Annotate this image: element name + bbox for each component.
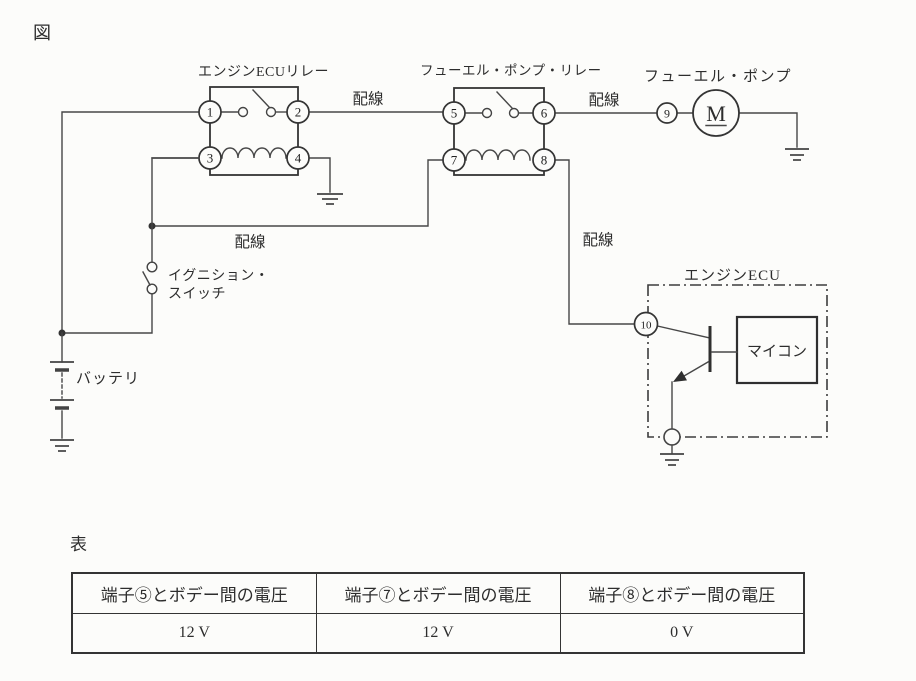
value-terminal5-voltage: 12 V — [71, 613, 317, 654]
relay-box — [453, 87, 545, 176]
svg-text:3: 3 — [207, 151, 214, 166]
ecu-ground-connector — [663, 428, 681, 446]
fuel-pump-relay: フューエル・ポンプ・リレー 5 6 7 8 — [420, 63, 602, 176]
value-terminal7-voltage: 12 V — [315, 613, 561, 654]
engine-ecu: エンジンECU マイコン 10 — [633, 268, 828, 466]
emitter-arrow — [673, 370, 687, 382]
fuel-pump-relay-label: フューエル・ポンプ・リレー — [420, 63, 602, 78]
terminal-10: 10 — [633, 311, 659, 337]
microcomputer-box: マイコン — [735, 315, 819, 385]
contact-point — [265, 106, 277, 118]
table-label: 表 — [70, 535, 87, 554]
terminal-6: 6 — [532, 101, 556, 125]
wiring-label-1: 配線 — [352, 90, 383, 108]
motor-symbol: M — [692, 89, 740, 137]
relay-coil — [221, 147, 287, 159]
ignition-switch-label-line2: スイッチ — [168, 287, 226, 302]
terminal-3: 3 — [198, 146, 222, 170]
ground-symbol — [50, 439, 74, 452]
terminal-7: 7 — [442, 148, 466, 172]
ground-symbol — [785, 148, 809, 161]
voltage-table: 端子⑤とボデー間の電圧 端子⑦とボデー間の電圧 端子⑧とボデー間の電圧 12 V… — [71, 572, 805, 654]
header-terminal8-voltage: 端子⑧とボデー間の電圧 — [559, 572, 805, 614]
engine-ecu-relay-label: エンジンECUリレー — [198, 65, 329, 80]
fuel-pump-label: フューエル・ポンプ — [644, 68, 792, 85]
svg-text:6: 6 — [541, 106, 548, 121]
terminal-9: 9 — [656, 102, 678, 124]
switch-blade — [496, 91, 513, 109]
relay-box — [209, 86, 299, 176]
wire-terminal4-to-ground — [308, 157, 331, 193]
header-terminal7-voltage: 端子⑦とボデー間の電圧 — [315, 572, 561, 614]
svg-text:5: 5 — [451, 106, 458, 121]
svg-text:4: 4 — [295, 151, 302, 166]
ignition-switch-label-line1: イグニション・ — [168, 268, 269, 284]
svg-text:8: 8 — [541, 153, 548, 168]
circuit-diagram: 図 配線 配線 配線 配線 エンジンECUリレー — [33, 23, 828, 466]
wiring — [58, 111, 798, 337]
value-terminal8-voltage: 0 V — [559, 613, 805, 654]
transistor-emitter — [683, 361, 709, 377]
terminal-1: 1 — [198, 100, 222, 124]
engine-ecu-label: エンジンECU — [684, 268, 781, 284]
terminal-4: 4 — [286, 146, 310, 170]
ground-symbol — [660, 453, 684, 466]
figure-label: 図 — [33, 23, 51, 43]
svg-text:9: 9 — [664, 107, 670, 121]
microcomputer-label: マイコン — [747, 344, 807, 360]
wire-to-ignition — [151, 157, 200, 263]
ground-symbol — [317, 193, 343, 205]
battery: バッテリ — [50, 332, 140, 452]
table-value-row: 12 V 12 V 0 V — [71, 613, 805, 654]
svg-text:M: M — [706, 101, 726, 126]
contact-point — [146, 261, 158, 273]
switch-blade — [252, 89, 270, 108]
svg-text:10: 10 — [641, 320, 653, 332]
ignition-switch: イグニション・ スイッチ — [142, 157, 269, 302]
wiring-label-3: 配線 — [588, 91, 619, 109]
terminal-8: 8 — [532, 148, 556, 172]
wire-terminal8-to-terminal10 — [554, 159, 636, 325]
svg-text:7: 7 — [451, 153, 458, 168]
ecu-boundary-box — [647, 284, 828, 438]
wire-motor-to-ground — [738, 112, 798, 148]
header-terminal5-voltage: 端子⑤とボデー間の電圧 — [71, 572, 317, 614]
contact-point — [237, 106, 249, 118]
fuel-pump: フューエル・ポンプ 9 M — [644, 68, 809, 161]
wire-junction-to-terminal7 — [151, 159, 444, 227]
wire-battery-to-ignition — [61, 293, 153, 334]
terminal-5: 5 — [442, 101, 466, 125]
transistor-collector — [656, 325, 711, 339]
contact-point — [508, 107, 520, 119]
wiring-label-4: 配線 — [582, 231, 613, 249]
relay-coil — [465, 149, 531, 161]
table-header-row: 端子⑤とボデー間の電圧 端子⑦とボデー間の電圧 端子⑧とボデー間の電圧 — [71, 572, 805, 614]
terminal-2: 2 — [286, 100, 310, 124]
engine-ecu-relay: エンジンECUリレー 1 2 — [151, 65, 343, 205]
wiring-label-2: 配線 — [234, 233, 265, 251]
switch-blade — [142, 271, 151, 286]
wire-battery-to-terminal1 — [61, 111, 200, 334]
contact-point — [481, 107, 493, 119]
svg-text:1: 1 — [207, 105, 214, 120]
transistor — [656, 325, 738, 430]
svg-text:2: 2 — [295, 105, 302, 120]
battery-label: バッテリ — [76, 371, 140, 387]
contact-point — [146, 283, 158, 295]
